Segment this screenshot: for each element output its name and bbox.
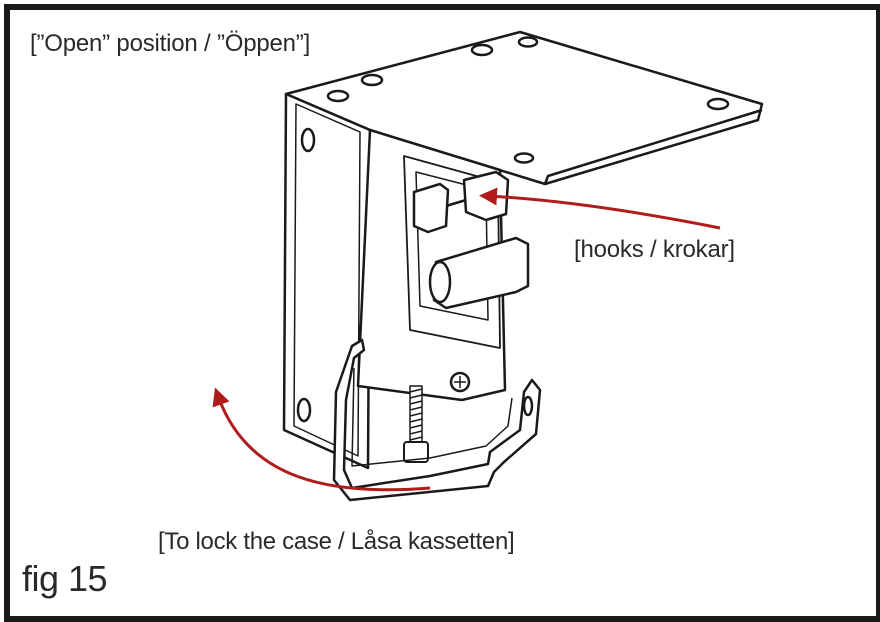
locking-clamp <box>332 338 542 502</box>
lock-case-label: [To lock the case / Låsa kassetten] <box>158 528 515 555</box>
inner-frame <box>403 155 501 349</box>
inner-window <box>415 171 489 321</box>
hooks-label: [hooks / krokar] <box>574 236 735 263</box>
threaded-rod <box>403 385 429 463</box>
side-hole-bottom <box>296 397 312 423</box>
top-plate-edge <box>543 108 763 185</box>
lock-arrow <box>212 387 431 492</box>
side-hole-top <box>300 127 316 153</box>
mounting-bracket <box>282 30 764 502</box>
hook-left <box>412 182 450 234</box>
top-hole-1 <box>360 73 384 87</box>
clamp-pivot <box>522 395 534 417</box>
hook-bridge <box>445 198 467 208</box>
top-hole-3 <box>517 36 539 48</box>
screw-slot <box>454 376 466 388</box>
figure-number: fig 15 <box>22 558 108 599</box>
figure-border <box>4 4 880 622</box>
top-hole-4 <box>326 89 350 103</box>
top-hole-2 <box>470 43 494 57</box>
top-hole-5 <box>706 97 730 111</box>
knob-end <box>428 260 452 304</box>
top-hole-6 <box>513 152 535 164</box>
clamp-inner <box>351 367 513 467</box>
side-plate-inner <box>293 103 361 457</box>
hooks-arrow <box>479 187 721 230</box>
open-position-label: [”Open” position / ”Öppen”] <box>30 30 311 57</box>
